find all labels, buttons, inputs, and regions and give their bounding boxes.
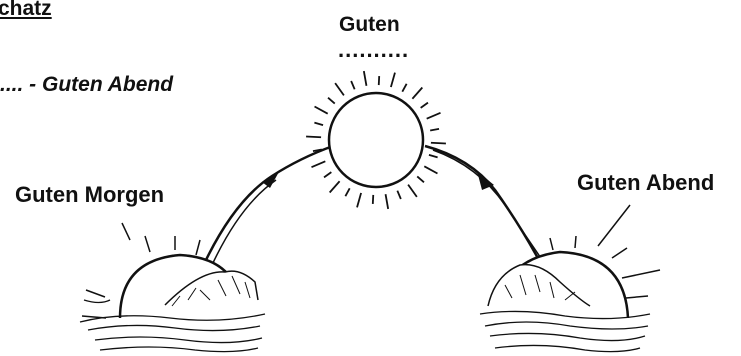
sun-ray xyxy=(417,176,424,182)
sun-ray xyxy=(364,71,367,86)
evening-sunset-icon xyxy=(480,205,660,352)
sun-ray xyxy=(424,166,437,173)
sun-ray xyxy=(412,88,422,99)
sun-ray xyxy=(324,172,331,177)
sun-ray xyxy=(328,98,335,104)
sun-ray xyxy=(386,194,389,209)
sun-ray xyxy=(335,83,344,95)
sun-ray xyxy=(431,143,446,144)
sun-ray xyxy=(427,113,441,119)
noon-sun-icon xyxy=(306,71,446,209)
sun-ray xyxy=(357,193,361,207)
sun-ray xyxy=(314,123,323,125)
sun-ray xyxy=(402,84,406,92)
sun-ray xyxy=(397,191,400,199)
arrow-right-icon xyxy=(262,170,280,188)
sun-ray xyxy=(306,137,321,138)
sun-ray xyxy=(330,181,340,192)
sun-ray xyxy=(315,107,328,114)
sun-ray xyxy=(311,161,325,167)
sun-ray xyxy=(391,73,395,87)
sun-ray xyxy=(345,188,349,196)
sun-ray xyxy=(408,185,417,197)
morning-sunrise-icon xyxy=(80,223,265,352)
sun-ray xyxy=(421,103,428,108)
sun-ray xyxy=(430,129,439,131)
sun-ray xyxy=(351,81,354,89)
sun-ray xyxy=(429,155,438,157)
